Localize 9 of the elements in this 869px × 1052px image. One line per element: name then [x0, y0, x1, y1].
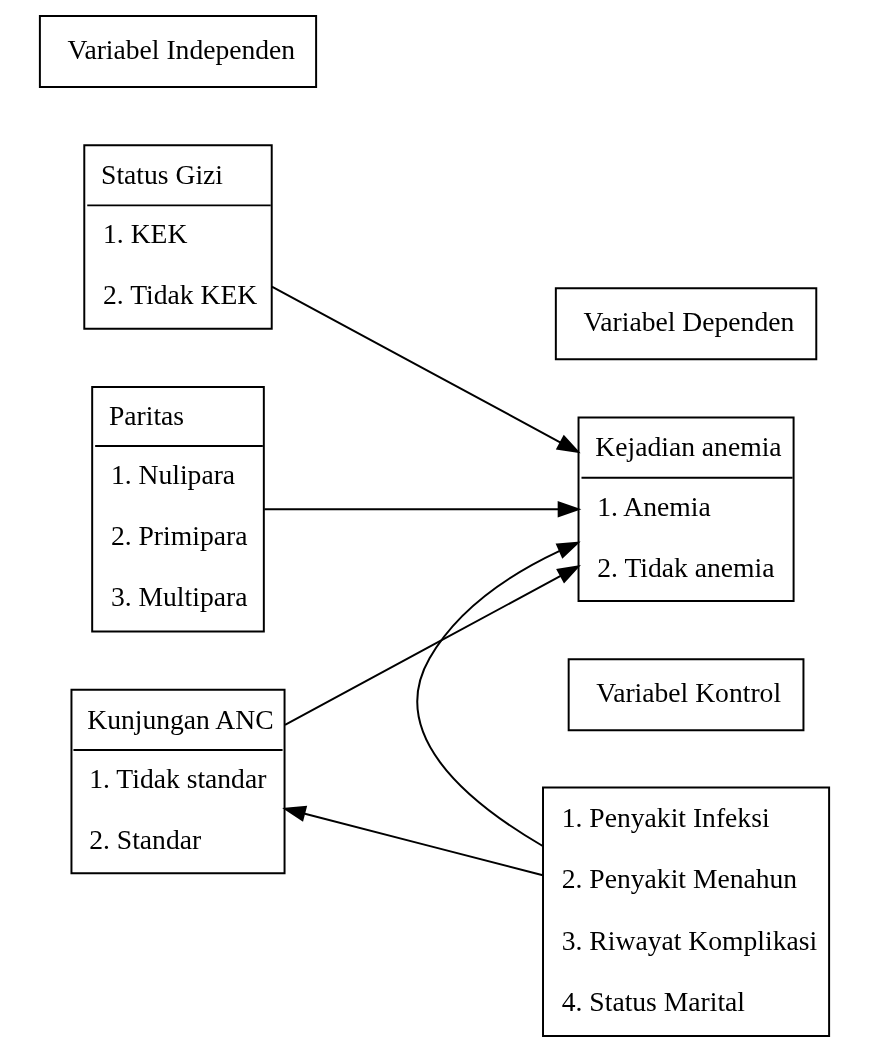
- node-box: Variabel Dependen: [554, 287, 818, 361]
- arrow: [416, 541, 581, 847]
- node-box: 1. Penyakit Infeksi 2. Penyakit Menahun 3. Riwayat Komplikasi 4. Status Marital: [542, 786, 831, 1037]
- arrow: [284, 564, 581, 726]
- node-box: Variabel Kontrol: [567, 658, 805, 732]
- arrow: [282, 805, 544, 877]
- node-box: Variabel Independen: [38, 15, 318, 88]
- arrow: [263, 500, 582, 518]
- arrow: [270, 285, 581, 454]
